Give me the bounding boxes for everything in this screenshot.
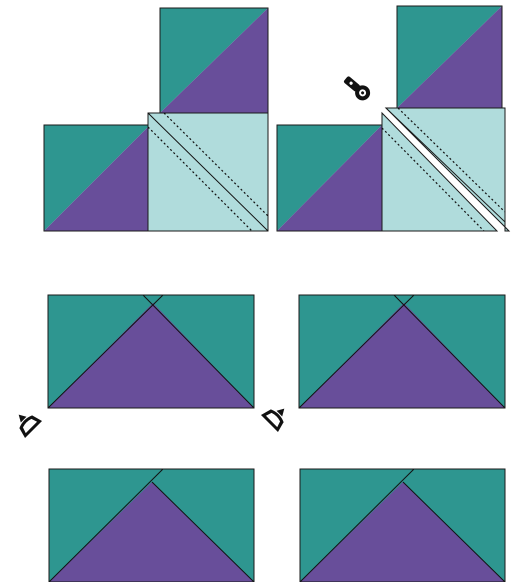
purple-triangle bbox=[397, 6, 502, 108]
purple-goose-triangle bbox=[299, 303, 505, 408]
unit-outline bbox=[47, 294, 255, 409]
seam-line bbox=[151, 481, 255, 582]
upper-hst-block bbox=[159, 7, 269, 114]
purple-triangle bbox=[160, 8, 268, 113]
purple-goose-triangle bbox=[300, 482, 505, 582]
seam-line bbox=[48, 468, 164, 582]
purple-triangle bbox=[44, 125, 150, 231]
flying-geese-unit bbox=[47, 294, 255, 409]
iron-press-icon bbox=[18, 414, 43, 439]
upper-piece bbox=[384, 107, 506, 224]
diagonal-edge bbox=[147, 112, 269, 232]
seam-line bbox=[393, 294, 506, 409]
lower-piece bbox=[381, 111, 499, 232]
sew-step-unit bbox=[43, 7, 269, 232]
stitch-line bbox=[163, 112, 269, 217]
stitch-line bbox=[147, 126, 253, 232]
seam-line bbox=[299, 468, 415, 582]
upper-hst-block bbox=[396, 5, 503, 109]
unit-outline bbox=[48, 468, 255, 582]
stitch-line bbox=[381, 127, 485, 232]
seam-line bbox=[298, 294, 415, 409]
purple-goose-triangle bbox=[48, 303, 254, 408]
unit-outline bbox=[298, 294, 506, 409]
left-hst-block bbox=[43, 124, 151, 232]
rotary-cutter-icon bbox=[343, 76, 371, 101]
flying-geese-unit bbox=[48, 468, 255, 582]
unit-outline bbox=[299, 468, 506, 582]
light-square bbox=[147, 112, 269, 232]
flying-geese-unit bbox=[298, 294, 506, 409]
seam-line bbox=[402, 481, 506, 582]
iron-press-icon bbox=[260, 408, 285, 433]
seam-line bbox=[142, 294, 255, 409]
cut-step-unit bbox=[276, 5, 511, 232]
flying-geese-unit bbox=[299, 468, 506, 582]
left-hst-block bbox=[276, 124, 383, 232]
purple-goose-triangle bbox=[49, 482, 254, 582]
light-square-cut bbox=[381, 107, 511, 232]
purple-triangle bbox=[277, 125, 382, 231]
seam-line bbox=[47, 294, 164, 409]
